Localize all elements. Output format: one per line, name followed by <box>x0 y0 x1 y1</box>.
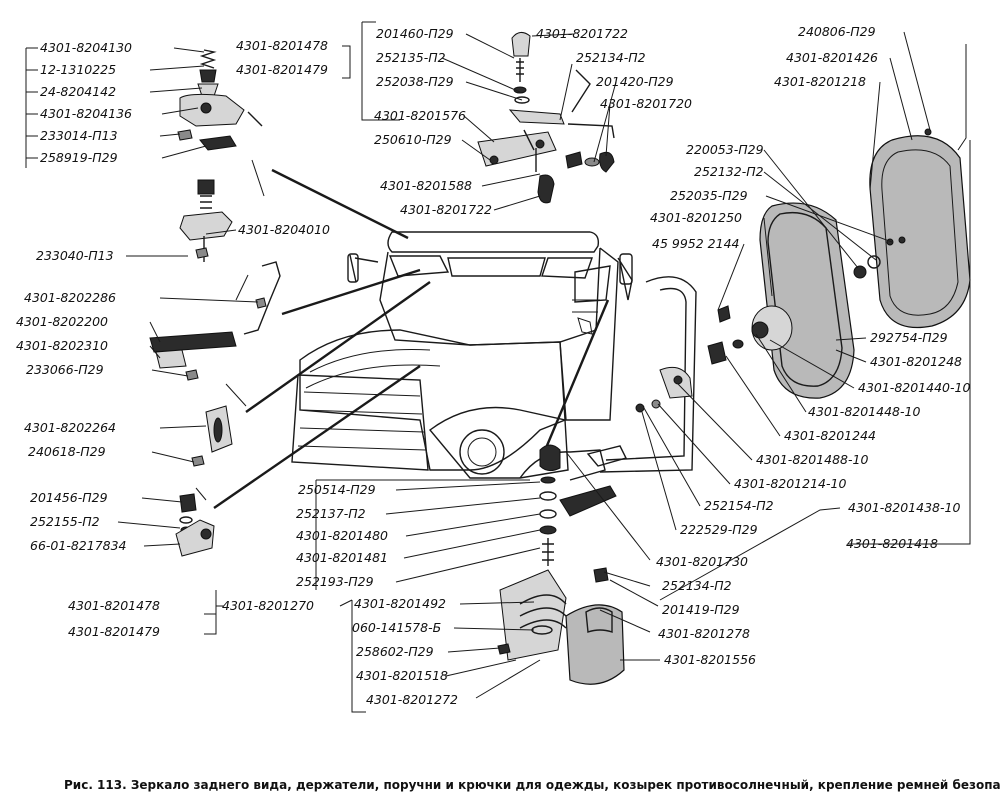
part-label: 201419-П29 <box>662 602 740 617</box>
part-label: 233066-П29 <box>26 362 104 377</box>
part-label: 4301-8201440-10 <box>858 380 970 395</box>
part-label: 252193-П29 <box>296 574 374 589</box>
part-label: 4301-8201478 <box>236 38 328 53</box>
part-label: 4301-8201426 <box>786 50 878 65</box>
part-label: 250610-П29 <box>374 132 452 147</box>
part-label: 252135-П2 <box>376 50 446 65</box>
part-label: 220053-П29 <box>686 142 764 157</box>
mirror-bracket-lower-left <box>175 493 215 557</box>
part-label: 4301-8201272 <box>366 692 458 707</box>
part-label: 4301-8201720 <box>600 96 692 111</box>
part-label: 4301-8201722 <box>536 26 628 41</box>
part-label: 4301-8201588 <box>380 178 472 193</box>
part-label: 240618-П29 <box>28 444 106 459</box>
part-label: 45 9952 2144 <box>652 236 740 251</box>
part-label: 252132-П2 <box>694 164 764 179</box>
part-label: 4301-8201730 <box>656 554 748 569</box>
part-label: 4301-8201278 <box>658 626 750 641</box>
truck-cab-drawing <box>291 231 633 481</box>
grab-handle-bracket <box>179 179 233 262</box>
label-leader-lines <box>25 21 971 713</box>
handrail-strap <box>149 261 281 381</box>
part-label: 252035-П29 <box>670 188 748 203</box>
part-label: 4301-8201438-10 <box>848 500 960 515</box>
part-label: 4301-8201488-10 <box>756 452 868 467</box>
part-label: 4301-8201214-10 <box>734 476 846 491</box>
callout-connector-lines <box>195 159 610 509</box>
part-label: 4301-8204130 <box>40 40 132 55</box>
part-label: 4301-8202310 <box>16 338 108 353</box>
part-label: 201456-П29 <box>30 490 108 505</box>
part-label: 12-1310225 <box>40 62 116 77</box>
part-label: 252134-П2 <box>576 50 646 65</box>
rear-view-mirror-right <box>497 128 971 685</box>
part-label: 24-8204142 <box>40 84 116 99</box>
part-label: 240806-П29 <box>798 24 876 39</box>
part-label: 4301-8201418 <box>846 536 938 551</box>
part-label: 258919-П29 <box>40 150 118 165</box>
part-label: 4301-8201576 <box>374 108 466 123</box>
part-label: 233014-П13 <box>40 128 118 143</box>
part-label: 250514-П29 <box>298 482 376 497</box>
part-label: 4301-8204136 <box>40 106 132 121</box>
part-label: 060-141578-Б <box>352 620 441 635</box>
part-label: 4301-8204010 <box>238 222 330 237</box>
part-label: 4301-8201270 <box>222 598 314 613</box>
part-number-labels: 4301-8204130 12-1310225 24-8204142 4301-… <box>16 24 970 707</box>
part-label: 258602-П29 <box>356 644 434 659</box>
part-label: 4301-8201218 <box>774 74 866 89</box>
part-label: 4301-8201518 <box>356 668 448 683</box>
part-label: 4301-8202264 <box>24 420 116 435</box>
part-label: 66-01-8217834 <box>30 538 127 553</box>
part-label: 4301-8201479 <box>68 624 160 639</box>
seatbelt-anchor-plate <box>191 405 233 467</box>
part-label: 252134-П2 <box>662 578 732 593</box>
part-label: 4301-8201556 <box>664 652 756 667</box>
part-label: 252154-П2 <box>704 498 774 513</box>
part-label: 4301-8201244 <box>784 428 876 443</box>
coat-hook-assembly <box>177 49 263 151</box>
part-label: 4301-8201248 <box>870 354 962 369</box>
figure-caption: Рис. 113. Зеркало заднего вида, держател… <box>64 778 1000 792</box>
part-label: 4301-8201479 <box>236 62 328 77</box>
part-label: 252155-П2 <box>30 514 100 529</box>
part-label: 252137-П2 <box>296 506 366 521</box>
part-label: 4301-8201478 <box>68 598 160 613</box>
part-label: 4301-8201448-10 <box>808 404 920 419</box>
part-label: 4301-8201492 <box>354 596 446 611</box>
mirror-mount-top <box>477 32 615 204</box>
part-label: 222529-П29 <box>680 522 758 537</box>
part-label: 252038-П29 <box>376 74 454 89</box>
part-label: 4301-8201480 <box>296 528 388 543</box>
part-label: 201460-П29 <box>376 26 454 41</box>
part-label: 292754-П29 <box>870 330 948 345</box>
part-label: 201420-П29 <box>596 74 674 89</box>
part-label: 4301-8201481 <box>296 550 388 565</box>
part-label: 4301-8202286 <box>24 290 116 305</box>
part-label: 4301-8201250 <box>650 210 742 225</box>
part-label: 233040-П13 <box>36 248 114 263</box>
part-label: 4301-8202200 <box>16 314 108 329</box>
part-label: 4301-8201722 <box>400 202 492 217</box>
